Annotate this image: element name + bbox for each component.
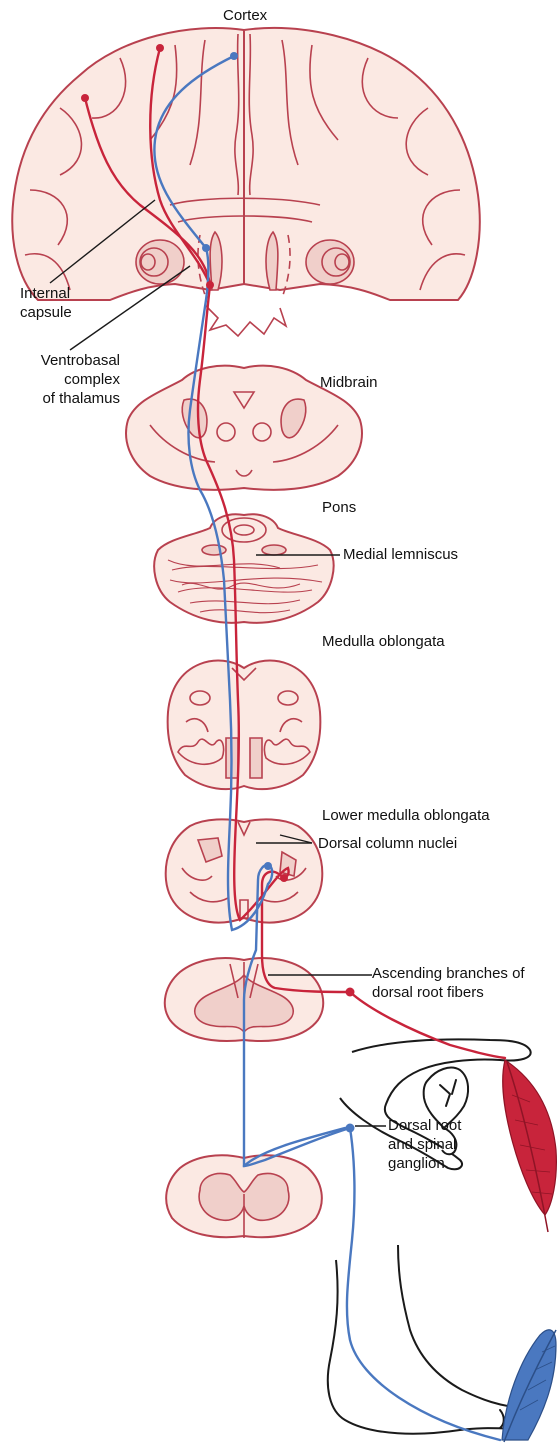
- ventrobasal-line-1: Ventrobasal: [0, 351, 120, 370]
- pons-label: Pons: [322, 498, 356, 517]
- internal-capsule-label: Internal capsule: [20, 284, 72, 322]
- medulla-section: [168, 661, 321, 790]
- cortex-section: [12, 28, 479, 336]
- pons-section: [154, 514, 333, 623]
- lower-medulla-label: Lower medulla oblongata: [322, 806, 490, 825]
- internal-capsule-line-2: capsule: [20, 303, 72, 322]
- dorsal-column-nuclei-label: Dorsal column nuclei: [318, 834, 457, 853]
- ventrobasal-line-3: of thalamus: [0, 389, 120, 408]
- blue-feather-icon: [502, 1330, 556, 1442]
- midbrain-label: Midbrain: [320, 373, 378, 392]
- foot-illustration: [328, 1245, 536, 1434]
- ascending-branches-line-2: dorsal root fibers: [372, 983, 525, 1002]
- cortex-label: Cortex: [223, 6, 267, 25]
- ascending-branches-label: Ascending branches of dorsal root fibers: [372, 964, 525, 1002]
- medial-lemniscus-label: Medial lemniscus: [343, 545, 458, 564]
- ventrobasal-line-2: complex: [0, 370, 120, 389]
- dorsal-root-line-1: Dorsal root: [388, 1116, 461, 1135]
- internal-capsule-line-1: Internal: [20, 284, 72, 303]
- red-feather-icon: [503, 1060, 557, 1232]
- dorsal-root-label: Dorsal root and spinal ganglion: [388, 1116, 461, 1173]
- dorsal-root-line-2: and spinal: [388, 1135, 461, 1154]
- lower-medulla-section: [166, 819, 323, 922]
- lower-spinal-cord-section: [166, 1155, 322, 1238]
- dorsal-root-line-3: ganglion: [388, 1154, 461, 1173]
- ascending-branches-line-1: Ascending branches of: [372, 964, 525, 983]
- ventrobasal-complex-label: Ventrobasal complex of thalamus: [0, 351, 120, 408]
- medulla-oblongata-label: Medulla oblongata: [322, 632, 445, 651]
